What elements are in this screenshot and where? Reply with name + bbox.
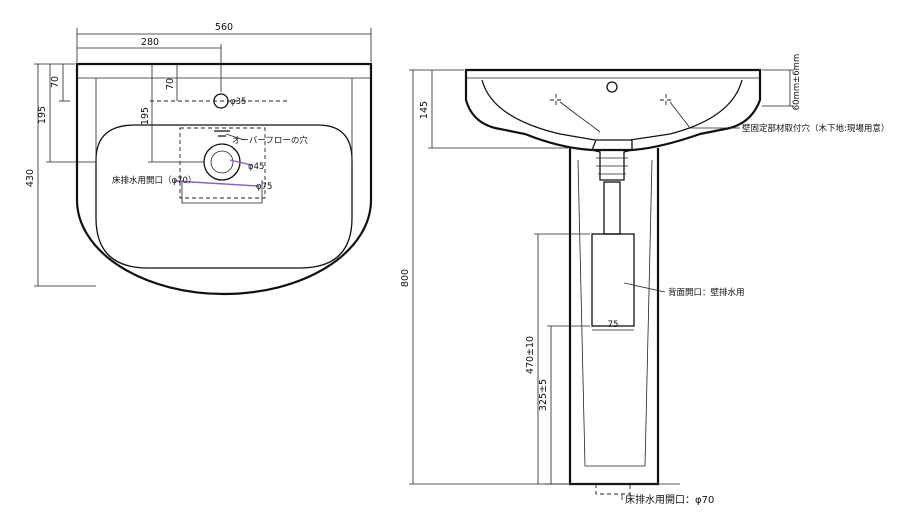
dim-280: 280 (141, 37, 159, 48)
dim-430: 430 (25, 169, 36, 187)
floor-opening-dashed (179, 127, 266, 199)
pedestal-footprint (181, 180, 263, 204)
dim-800: 800 (400, 269, 411, 287)
inner-wall-plan (95, 78, 353, 165)
inner-basin-plan (95, 124, 353, 269)
wall-fixing-label: 壁固定部材取付穴（木下地:現場用意） (742, 123, 889, 134)
overflow-hole (214, 130, 230, 137)
dim-60: 60mm±6mm (792, 54, 802, 110)
back-opening-width: 75 (608, 320, 619, 330)
floor-drain-label: 床排水用開口：φ70 (625, 493, 714, 506)
tap-hole-label: φ35 (230, 97, 246, 107)
floor-opening-label: 床排水用開口（φ70） (112, 175, 196, 186)
fixing-hole-left (550, 94, 562, 106)
fixing-leader-right (669, 101, 691, 129)
back-opening-leader (623, 282, 666, 293)
dim-70-left: 70 (50, 76, 61, 88)
floor-opening-size: φ75 (256, 182, 272, 192)
overflow-leader (225, 133, 245, 141)
tap-hole-front (606, 81, 618, 93)
front-view: 800 145 60mm±6mm 470±10 325±5 壁固定部材取付穴（木… (400, 54, 889, 506)
pedestal-outline (568, 148, 660, 486)
drain-label: φ45 (248, 162, 264, 172)
plan-view: 560 280 430 195 70 70 195 φ35 オーバーフローの穴 … (25, 22, 373, 296)
dim-195-inner: 195 (140, 107, 151, 125)
dim-560: 560 (215, 22, 233, 33)
dim-470: 470±10 (525, 336, 536, 374)
back-opening (591, 233, 635, 327)
drain-inner (210, 150, 234, 174)
drain-fitting (591, 139, 633, 181)
inner-bowl-front (481, 79, 743, 141)
dim-145: 145 (419, 101, 430, 119)
dim-70-inner: 70 (165, 78, 176, 90)
basin-outline-plan (75, 62, 373, 296)
floor-opening-leader (174, 180, 259, 187)
fixing-hole-right (660, 94, 672, 106)
pedestal-inner (577, 159, 653, 467)
fixing-leader-left (559, 101, 601, 133)
drain-pipe (603, 181, 621, 235)
drain-outer (203, 143, 241, 181)
drain-leader (229, 159, 253, 166)
back-opening-label: 背面開口：壁排水用 (668, 287, 745, 298)
dim-195-left: 195 (37, 106, 48, 124)
overflow-label: オーバーフローの穴 (232, 135, 308, 146)
drain-nuts (596, 157, 628, 175)
dim-325: 325±5 (538, 379, 549, 411)
floor-opening-front (595, 484, 631, 495)
